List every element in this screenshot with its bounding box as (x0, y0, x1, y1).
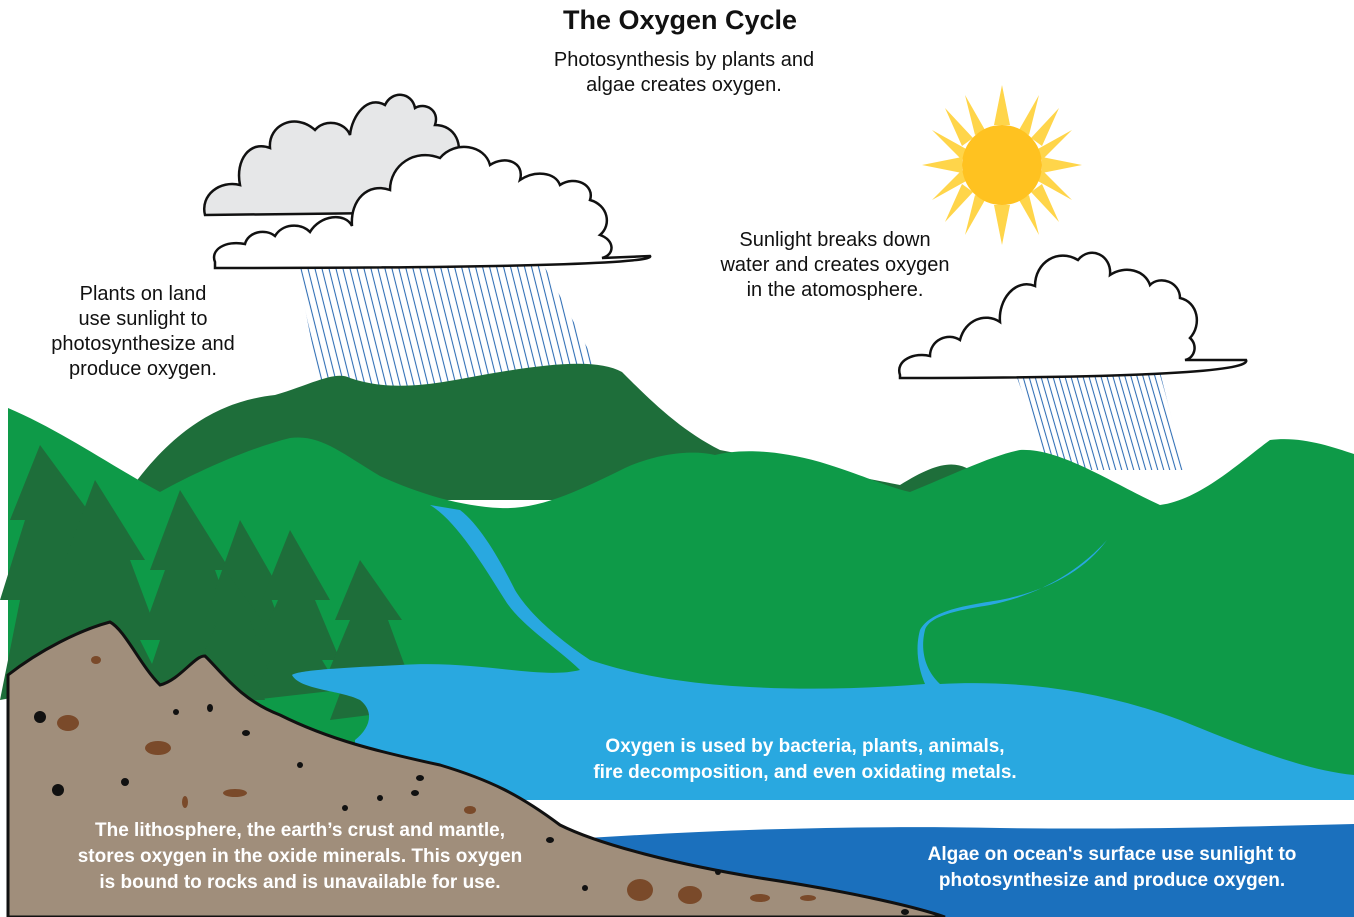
diagram-title: The Oxygen Cycle (562, 5, 798, 35)
plants-line: use sunlight to (78, 308, 208, 330)
algae-line: photosynthesize and produce oxygen. (938, 870, 1286, 891)
lithosphere-line: is bound to rocks and is unavailable for… (99, 872, 501, 893)
lithosphere-rock (6, 620, 946, 917)
plants-line: photosynthesize and (51, 333, 235, 355)
algae-label: Algae on ocean's surface use sunlight to… (872, 842, 1352, 894)
algae-line: Algae on ocean's surface use sunlight to (927, 844, 1297, 865)
lithosphere-label: The lithosphere, the earth’s crust and m… (0, 818, 600, 896)
usage-line: Oxygen is used by bacteria, plants, anim… (605, 736, 1005, 757)
photosynthesis-line: algae creates oxygen. (586, 74, 782, 96)
sunlight-label: Sunlight breaks down water and creates o… (680, 228, 990, 303)
sunlight-line: Sunlight breaks down (739, 229, 931, 251)
sunlight-line: in the atomosphere. (746, 279, 924, 301)
photosynthesis-label: Photosynthesis by plants and algae creat… (474, 48, 894, 98)
rain-right (1015, 372, 1185, 470)
usage-line: fire decomposition, and even oxidating m… (593, 762, 1017, 783)
rock-specks (34, 656, 909, 915)
lithosphere-line: The lithosphere, the earth’s crust and m… (95, 820, 505, 841)
lithosphere-line: stores oxygen in the oxide minerals. Thi… (77, 846, 523, 867)
cloud-right (898, 251, 1248, 380)
photosynthesis-line: Photosynthesis by plants and (553, 49, 815, 71)
plants-on-land-label: Plants on land use sunlight to photosynt… (8, 282, 278, 382)
cloud-front-left (212, 145, 652, 270)
plants-line: produce oxygen. (69, 358, 217, 380)
plants-line: Plants on land (79, 283, 207, 305)
sunlight-line: water and creates oxygen (720, 254, 950, 276)
oxygen-usage-label: Oxygen is used by bacteria, plants, anim… (500, 734, 1110, 786)
sun-icon (922, 85, 1082, 245)
